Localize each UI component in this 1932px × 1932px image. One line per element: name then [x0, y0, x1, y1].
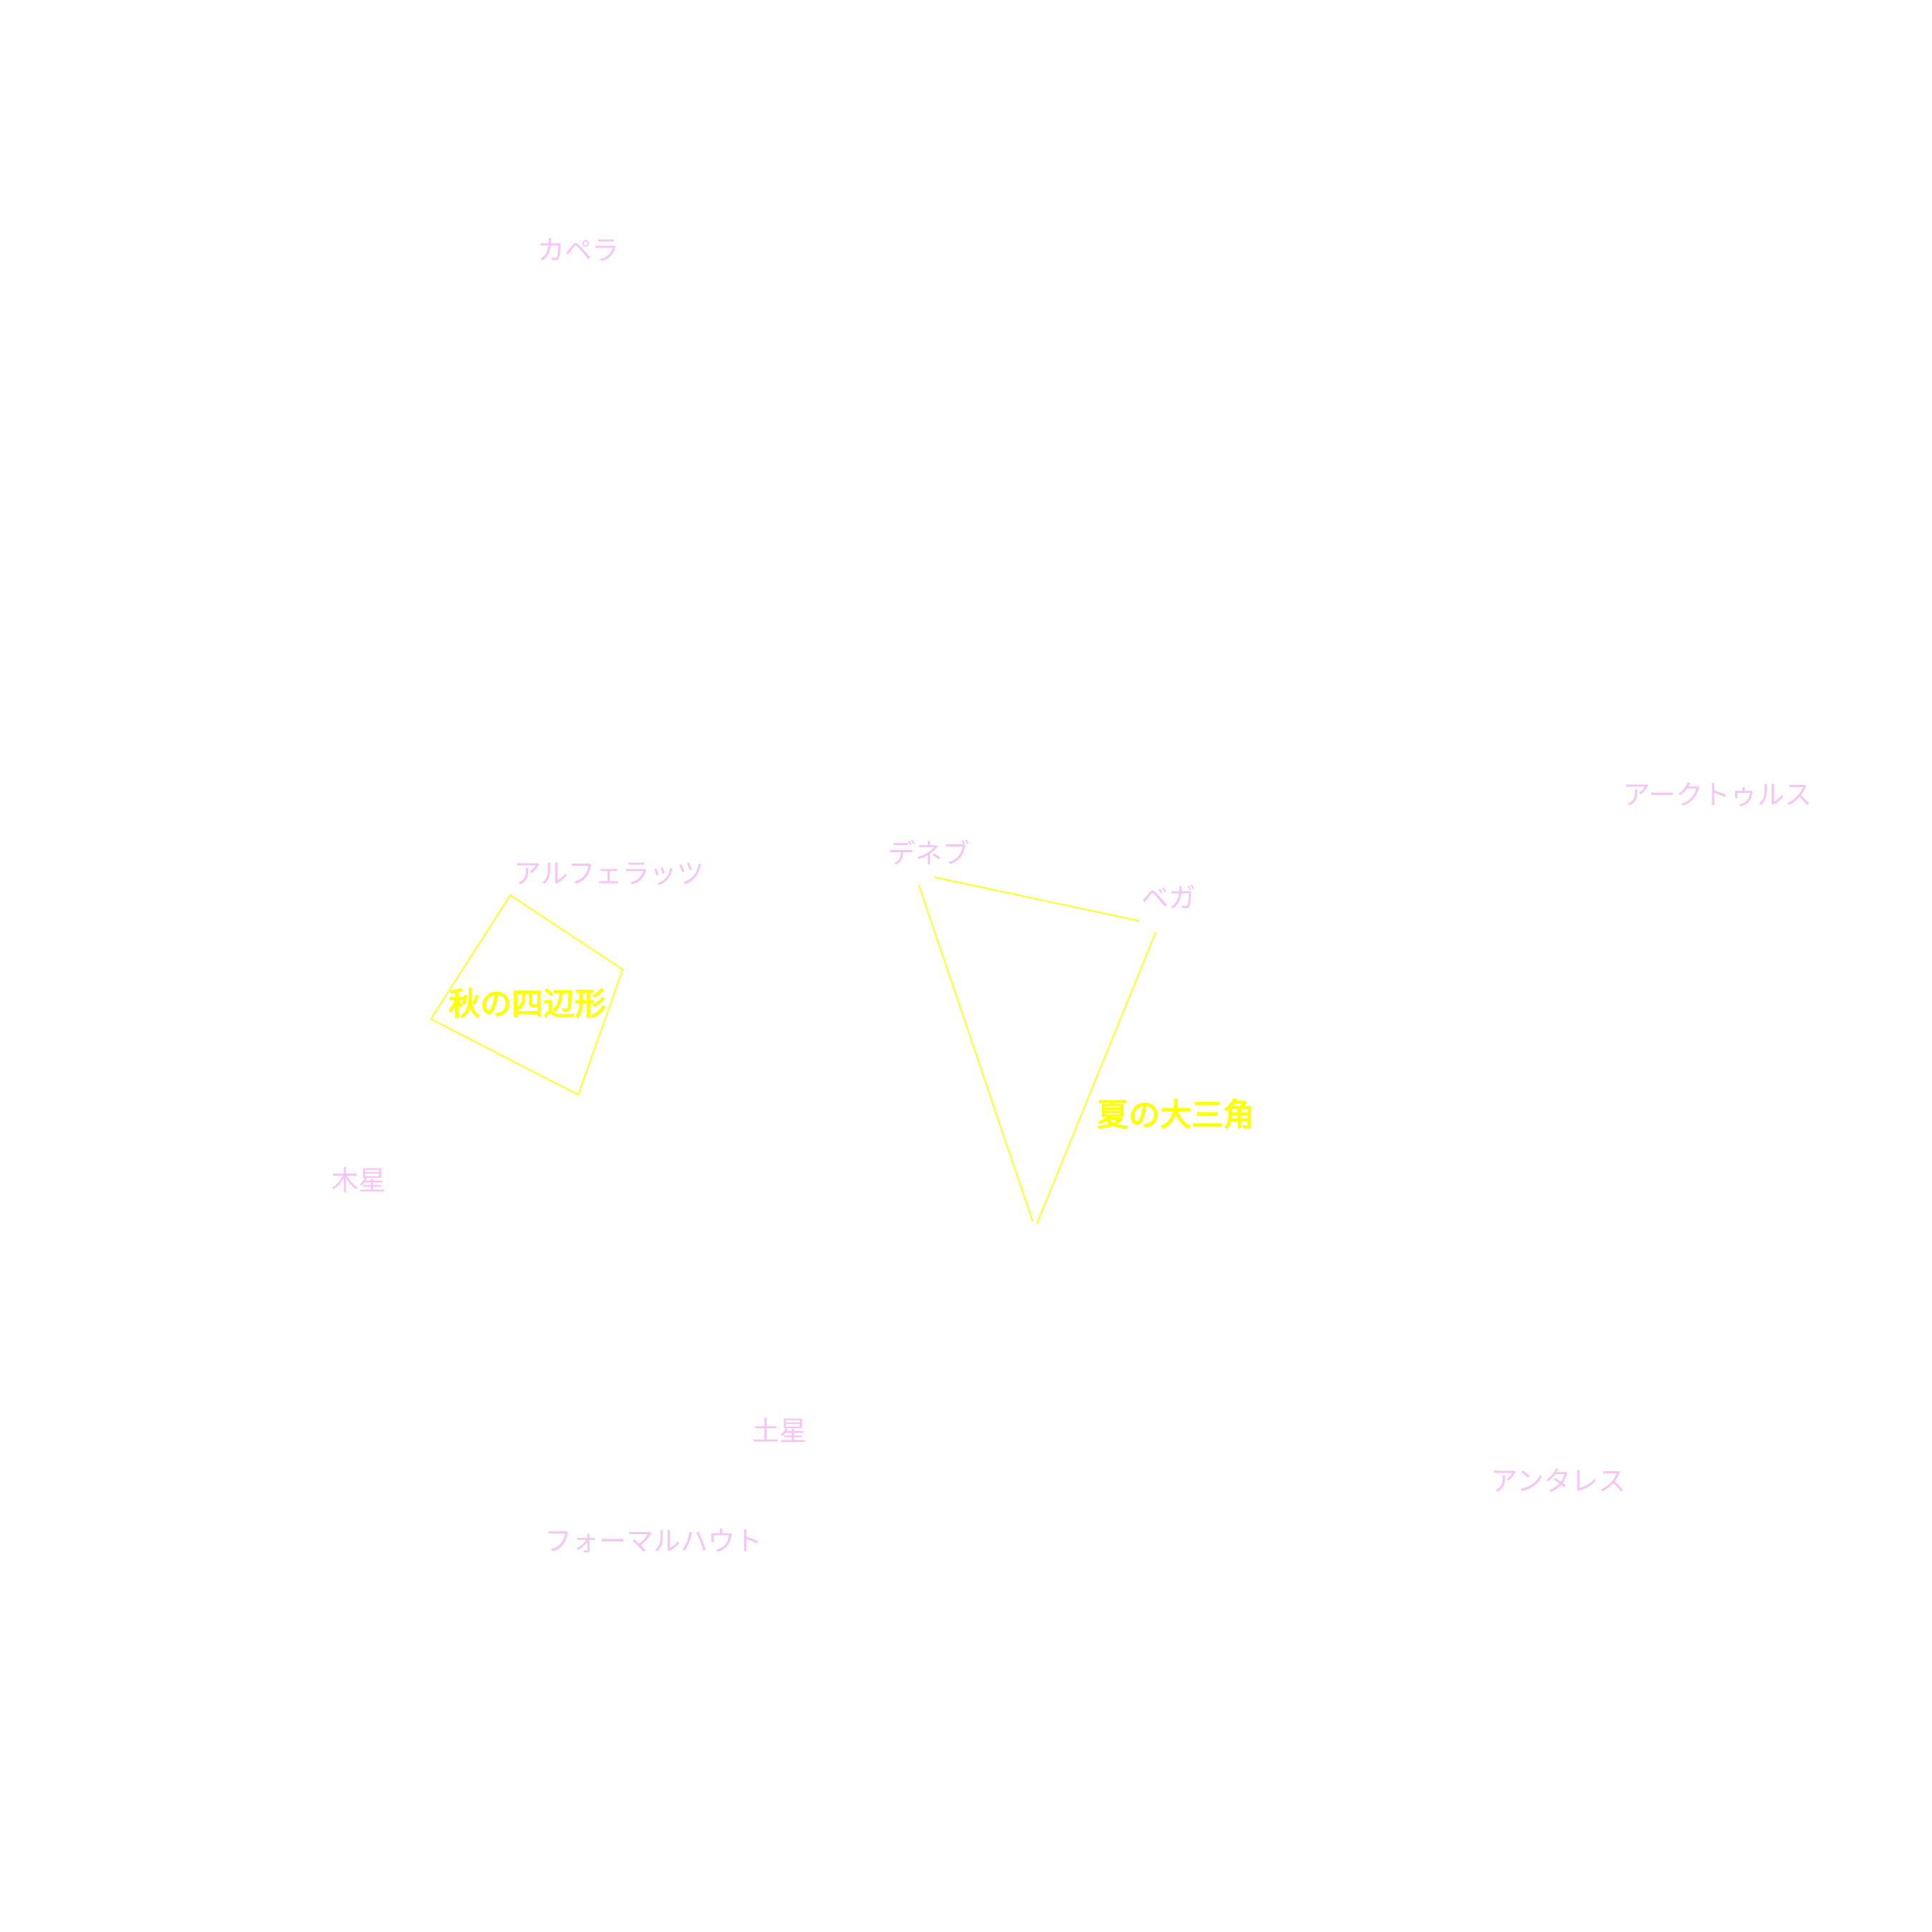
asterism-label-summer-triangle: 夏の大三角: [1097, 1097, 1254, 1133]
star-label-fomalhaut: フォーマルハウト: [545, 1526, 762, 1557]
star-label-antares: アンタレス: [1491, 1465, 1625, 1497]
star-label-deneb: デネブ: [888, 838, 970, 869]
autumn-square-outline: [429, 894, 624, 1096]
star-label-vega: ベガ: [1141, 882, 1196, 914]
planet-label-saturn: 土星: [752, 1415, 806, 1447]
star-label-capella: カペラ: [537, 235, 619, 266]
summer-triangle-edge-deneb-vega: [934, 876, 1140, 922]
summer-triangle-edge-vega-altair: [1035, 932, 1157, 1224]
asterism-label-autumn-square: 秋の四辺形: [449, 986, 606, 1023]
star-label-alpheratz: アルフェラッツ: [514, 858, 704, 889]
summer-triangle-edge-deneb-altair: [917, 884, 1034, 1222]
star-label-arcturus: アークトゥルス: [1623, 779, 1812, 811]
planet-label-jupiter: 木星: [331, 1165, 386, 1196]
